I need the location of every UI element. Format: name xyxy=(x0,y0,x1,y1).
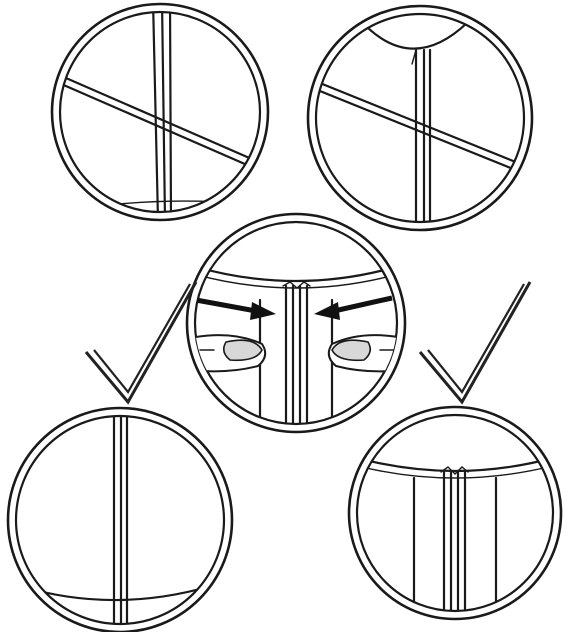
arrow-right-icon xyxy=(195,297,276,320)
seam-joint xyxy=(282,281,311,289)
panel-misaligned-seam-1 xyxy=(50,2,270,222)
arrow-left-icon xyxy=(314,295,393,320)
panel-inner-ring xyxy=(58,10,262,214)
thumb-icon xyxy=(195,334,267,373)
bottom-edge-curve xyxy=(69,200,251,211)
checkmark-icon xyxy=(84,281,198,405)
seam-line xyxy=(160,12,167,212)
top-arc-inner xyxy=(357,463,553,479)
panel-outer-ring xyxy=(185,212,407,434)
panel-inner-ring xyxy=(314,12,526,224)
panel-inner-ring xyxy=(355,413,555,613)
panel-press-seam-together xyxy=(185,212,407,434)
panel-outer-ring xyxy=(347,405,563,621)
panel-aligned-seam-result xyxy=(6,406,234,632)
panel-joined-seal-result xyxy=(347,405,563,621)
top-arc xyxy=(195,260,397,283)
panel-outer-ring xyxy=(306,4,534,232)
seam-line xyxy=(151,12,160,212)
panel-misaligned-seam-2 xyxy=(306,4,534,232)
panel-outer-ring xyxy=(6,406,234,632)
seam-line xyxy=(168,12,173,212)
seam-joint xyxy=(440,466,469,475)
top-arc xyxy=(366,20,470,50)
panel-inner-ring xyxy=(193,220,399,426)
thumb-icon xyxy=(327,334,397,373)
seam-tip xyxy=(411,49,417,65)
checkmark-icon xyxy=(418,281,532,405)
top-arc xyxy=(357,454,553,473)
panel-outer-ring xyxy=(50,2,270,222)
diagonal-line xyxy=(60,56,260,182)
